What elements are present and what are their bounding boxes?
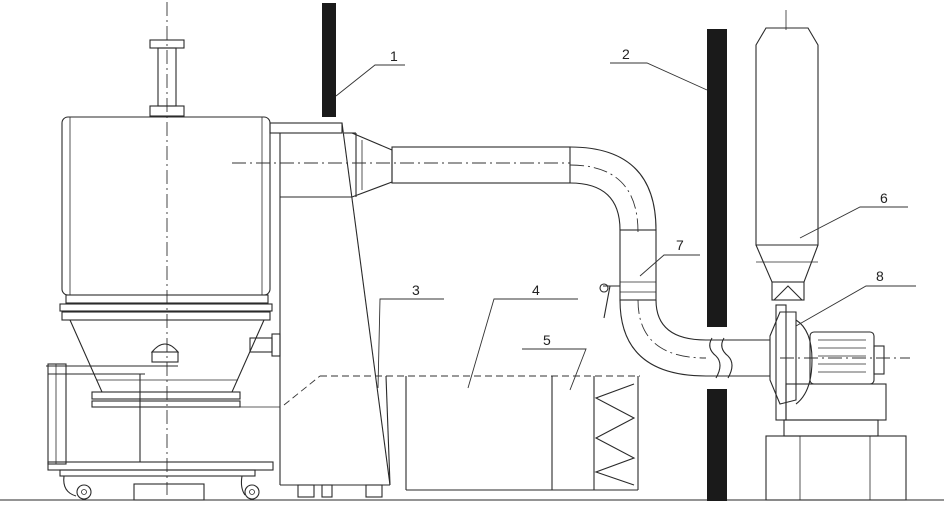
svg-text:3: 3 [412, 282, 420, 298]
svg-text:7: 7 [676, 237, 684, 253]
callout-7: 7 [639, 237, 700, 277]
svg-text:2: 2 [622, 46, 630, 62]
callout-2: 2 [610, 46, 708, 91]
wall-2-upper [707, 29, 727, 327]
svg-text:6: 6 [880, 190, 888, 206]
svg-text:5: 5 [543, 332, 551, 348]
callout-8: 8 [795, 268, 916, 327]
callout-6: 6 [799, 190, 908, 239]
fluid-bed-dryer [46, 39, 281, 501]
cyclone-separator [755, 10, 819, 421]
air-handling-cabinet [269, 122, 393, 498]
callout-3: 3 [377, 282, 444, 389]
callout-5: 5 [522, 332, 587, 391]
svg-text:8: 8 [876, 268, 884, 284]
exhaust-pipe [391, 146, 770, 379]
wall-2-lower [707, 389, 727, 501]
svg-text:4: 4 [532, 282, 540, 298]
induced-draft-fan [765, 311, 910, 501]
wall-1 [322, 3, 336, 117]
callout-1: 1 [335, 48, 405, 97]
filter-sections [283, 375, 640, 491]
callout-4: 4 [467, 282, 578, 389]
svg-text:1: 1 [390, 48, 398, 64]
